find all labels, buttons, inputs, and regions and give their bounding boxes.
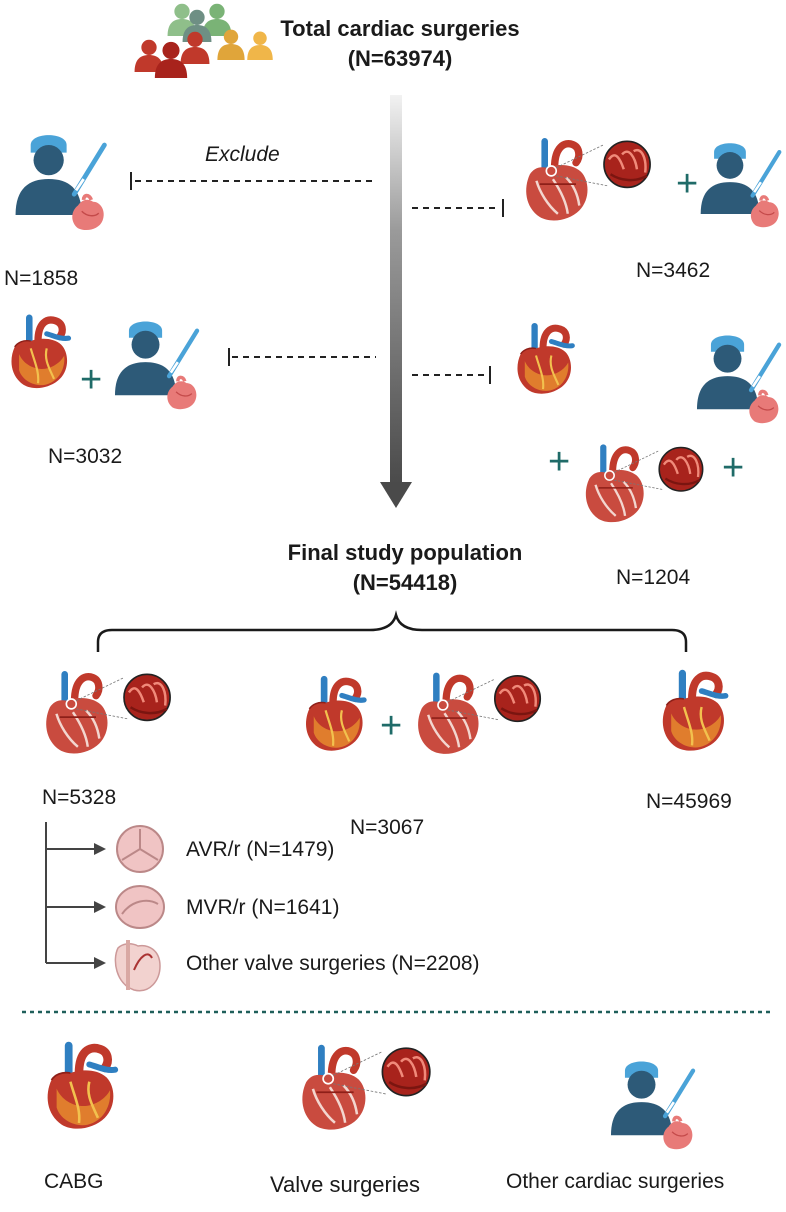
aortic-valve-icon bbox=[116, 825, 164, 873]
group-brace bbox=[96, 610, 688, 652]
valve-breakdown-tree bbox=[45, 822, 106, 969]
breakdown-other: Other valve surgeries (N=2208) bbox=[186, 952, 480, 975]
cabg-heart-icon bbox=[306, 679, 364, 750]
valve-heart-icon bbox=[586, 448, 703, 523]
excluded-cabg-valve-other-count: N=1204 bbox=[616, 566, 691, 589]
group-cabg-count: N=45969 bbox=[646, 790, 732, 813]
header-count: (N=63974) bbox=[347, 46, 453, 71]
legend-other-label: Other cardiac surgeries bbox=[506, 1170, 725, 1193]
plus-icon: + bbox=[380, 705, 402, 747]
heart-section-icon bbox=[114, 940, 161, 992]
other-surgery-icon bbox=[16, 135, 105, 230]
main-flow-arrow bbox=[380, 95, 412, 508]
valve-heart-icon bbox=[418, 676, 540, 754]
breakdown-mvr: MVR/r (N=1641) bbox=[186, 896, 340, 919]
exclude-label: Exclude bbox=[205, 143, 280, 166]
legend-cabg-label: CABG bbox=[44, 1170, 104, 1193]
excluded-valve-other-count: N=3462 bbox=[636, 259, 711, 282]
cabg-heart-icon bbox=[517, 326, 572, 394]
other-surgery-legend-icon bbox=[611, 1062, 693, 1150]
other-surgery-icon bbox=[115, 322, 197, 410]
valve-heart-icon bbox=[46, 674, 170, 753]
group-cabg-valve-count: N=3067 bbox=[350, 816, 425, 839]
plus-icon: + bbox=[548, 441, 570, 483]
final-title: Final study population bbox=[287, 540, 523, 565]
exclusion-lines bbox=[130, 172, 504, 384]
plus-icon: + bbox=[80, 359, 102, 401]
valve-legend-icon bbox=[302, 1048, 429, 1129]
excluded-cabg-other-count: N=3032 bbox=[48, 445, 123, 468]
cabg-heart-icon bbox=[11, 318, 68, 388]
final-count: (N=54418) bbox=[352, 570, 458, 595]
valve-heart-icon bbox=[526, 141, 650, 220]
other-surgery-icon bbox=[701, 143, 780, 227]
mitral-valve-icon bbox=[115, 885, 165, 929]
plus-icon: + bbox=[676, 163, 698, 205]
cabg-legend-icon bbox=[48, 1046, 115, 1129]
excluded-other-count: N=1858 bbox=[4, 267, 79, 290]
group-valve-count: N=5328 bbox=[42, 786, 117, 809]
cabg-heart-icon bbox=[663, 673, 726, 750]
header-title: Total cardiac surgeries bbox=[280, 16, 520, 41]
other-surgery-icon bbox=[697, 336, 779, 424]
legend-valve-label: Valve surgeries bbox=[270, 1172, 420, 1197]
breakdown-avr: AVR/r (N=1479) bbox=[186, 838, 335, 861]
plus-icon: + bbox=[722, 447, 744, 489]
